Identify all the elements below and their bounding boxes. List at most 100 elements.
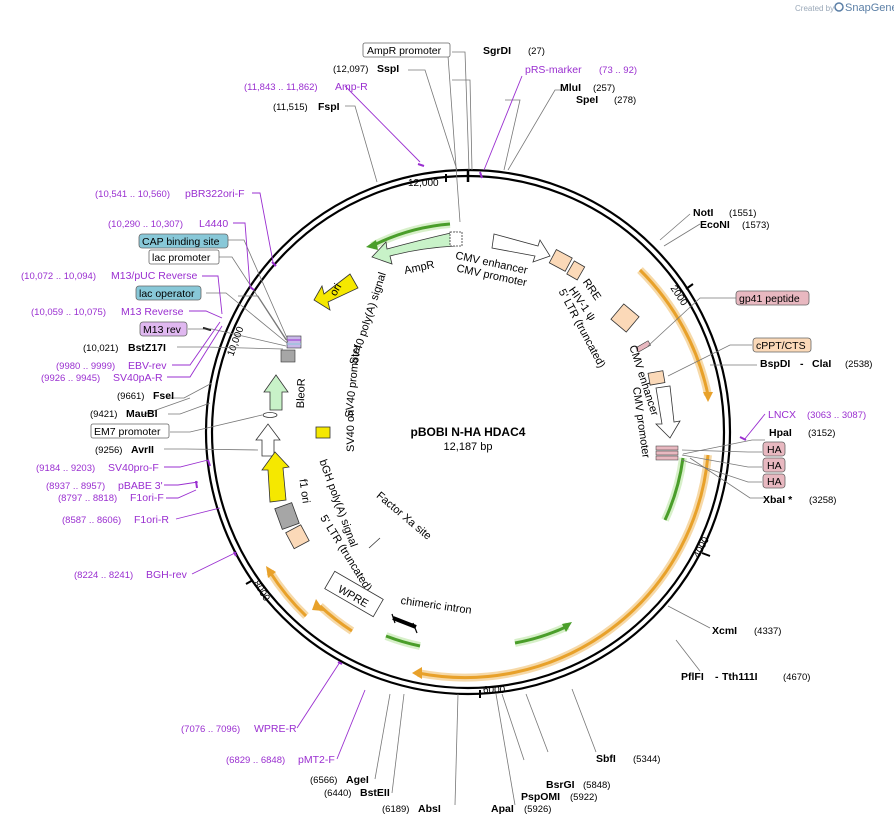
ampr-arrow <box>371 231 456 265</box>
pos-bspdi: (2538) <box>845 359 872 370</box>
label-cap: CAP binding site <box>142 236 220 248</box>
ltr5-box-upper <box>548 249 573 272</box>
label-maubi: MauBI <box>126 408 158 420</box>
label-xcmi: XcmI <box>712 625 737 637</box>
label-cppt: cPPT/CTS <box>756 340 806 352</box>
bleor-arrow <box>263 374 289 411</box>
snapgene-logo-icon <box>834 2 844 12</box>
label-avrii: AvrII <box>131 444 154 456</box>
label-lacop: lac operator <box>139 288 195 300</box>
label-fsei: FseI <box>153 390 174 402</box>
label-econi: EcoNI <box>700 219 730 231</box>
label-bsteii: BstEII <box>360 787 390 799</box>
pos-f1orir: (8587 .. 8606) <box>62 515 121 526</box>
label-bstz17i: BstZ17I <box>128 342 166 354</box>
feature-chimeric-intron: chimeric intron <box>400 595 473 617</box>
label-m13rev-primer: M13 Reverse <box>121 306 184 318</box>
label-ebvrev: EBV-rev <box>128 360 167 372</box>
label-f1orif: F1ori-F <box>130 492 164 504</box>
label-pbabe: pBABE 3' <box>118 480 163 492</box>
orange-arrowhead-icon <box>266 566 276 578</box>
green-arc <box>371 222 451 248</box>
pos-agei: (6566) <box>310 775 337 786</box>
label-sgrdi: SgrDI <box>483 45 511 57</box>
pos-mlui: (257) <box>593 83 615 94</box>
label-em7: EM7 promoter <box>94 426 161 438</box>
label-amprprom: AmpR promoter <box>367 45 442 57</box>
label-mlui: MluI <box>560 82 581 94</box>
label-box-lacprom <box>148 249 220 265</box>
pos-f1orif: (8797 .. 8818) <box>58 493 117 504</box>
ltr5-box-lower <box>285 524 310 550</box>
bgh-box <box>274 502 300 530</box>
chimeric-intron-bar <box>392 616 417 629</box>
pos-sspi: (12,097) <box>333 64 368 75</box>
label-ha2: HA <box>767 460 782 472</box>
ticks <box>202 174 711 698</box>
tick-6000: 6000 <box>483 685 506 696</box>
label-ampr-primer: Amp-R <box>335 81 368 93</box>
pos-sbfi: (5344) <box>633 754 660 765</box>
label-box-ha2 <box>762 457 786 473</box>
sv40-polya-box <box>280 349 296 363</box>
em7-marker <box>262 412 278 418</box>
feature-sv40-promoter: SV40 promoter <box>343 343 363 418</box>
hdac4-orange-arc-halo <box>417 454 712 682</box>
primer-leaders <box>164 75 766 760</box>
pos-wprer: (7076 .. 7096) <box>181 724 240 735</box>
label-clai: ClaI <box>812 358 831 370</box>
label-box-ha1 <box>762 441 786 457</box>
label-lacprom: lac promoter <box>152 252 211 264</box>
orange-arrowhead-icon <box>312 599 324 611</box>
label-hpai: HpaI <box>769 427 792 439</box>
feature-sv40-ori: SV40 ori <box>345 410 357 452</box>
pos-bsteii: (6440) <box>324 788 351 799</box>
pos-pflfi: (4670) <box>783 672 810 683</box>
pos-avrii: (9256) <box>95 445 122 456</box>
label-m13puc: M13/pUC Reverse <box>111 270 198 282</box>
label-box-lacop <box>135 285 202 301</box>
lncx-orange-arc <box>638 268 710 396</box>
pos-pbr322: (10,541 .. 10,560) <box>95 189 170 200</box>
pos-pmt2f: (6829 .. 6848) <box>226 755 285 766</box>
pos-spei: (278) <box>614 95 636 106</box>
green-arrowhead-icon <box>562 622 572 632</box>
factorxa-leader <box>368 537 381 549</box>
pos-ebvrev: (9980 .. 9999) <box>56 361 115 372</box>
primer-ticks <box>195 163 747 665</box>
label-bghrev: BGH-rev <box>146 569 188 581</box>
green-arc <box>385 634 421 648</box>
feature-factorxa: Factor Xa site <box>374 490 434 543</box>
label-lncx: LNCX <box>768 409 796 421</box>
label-pmt2f: pMT2-F <box>298 754 335 766</box>
label-box-ha3 <box>762 473 786 489</box>
label-agei: AgeI <box>346 774 369 786</box>
pos-prs: (73 .. 92) <box>599 65 637 76</box>
label-m13rev: M13 rev <box>143 324 182 336</box>
label-pflfi: PflFI <box>681 671 704 683</box>
tick-12000: 12,000 <box>408 178 439 189</box>
pos-xbai: (3258) <box>809 495 836 506</box>
pos-bstz17i: (10,021) <box>83 343 118 354</box>
pos-m13rev-primer: (10,059 .. 10,075) <box>31 307 106 318</box>
label-tth111i: Tth111I <box>722 671 758 683</box>
pos-bsrgi: (5848) <box>583 780 610 791</box>
label-box-cap <box>138 233 229 249</box>
label-ha3: HA <box>767 476 782 488</box>
pos-xcmi: (4337) <box>754 626 781 637</box>
pos-sgrdi: (27) <box>528 46 545 57</box>
label-l4440: L4440 <box>199 218 228 230</box>
pos-sv40prof: (9184 .. 9203) <box>36 463 95 474</box>
label-f1orir: F1ori-R <box>134 514 169 526</box>
orange-arrowhead-icon <box>412 667 422 679</box>
label-gp41: gp41 peptide <box>739 293 800 305</box>
lac-marks <box>286 335 302 349</box>
ampr-promoter-box <box>449 231 463 247</box>
cmv-right-arrow <box>655 385 681 439</box>
label-absi: AbsI <box>418 803 441 815</box>
plasmid-size: 12,187 bp <box>444 441 493 453</box>
pos-absi: (6189) <box>382 804 409 815</box>
label-box-em7 <box>90 423 170 439</box>
pos-ampr-primer: (11,843 .. 11,862) <box>244 82 318 93</box>
